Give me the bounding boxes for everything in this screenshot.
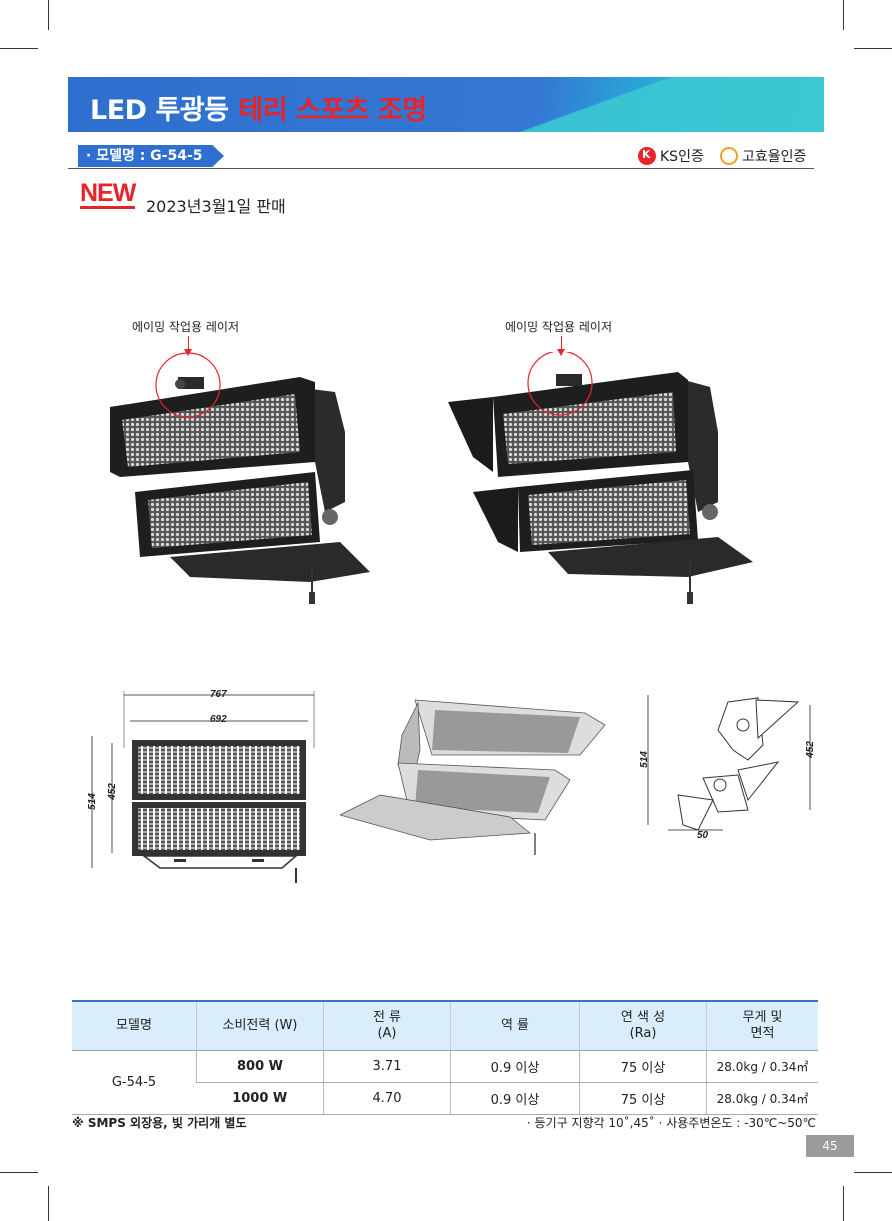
page-title: LED 투광등 테리 스포츠 조명 bbox=[90, 88, 427, 127]
arrow-right bbox=[557, 336, 565, 356]
title-main: LED 투광등 bbox=[90, 95, 229, 126]
arrow-left bbox=[184, 336, 192, 356]
cri-cell: 75 이상 bbox=[579, 1082, 707, 1115]
crop-mark bbox=[854, 1172, 892, 1173]
dim-height-outer: 514 bbox=[86, 793, 98, 810]
iso-drawing bbox=[340, 699, 606, 855]
model-cell: G-54-5 bbox=[72, 1050, 197, 1115]
aim-label-right: 에이밍 작업용 레이저 bbox=[505, 320, 612, 334]
cri-cell: 75 이상 bbox=[579, 1050, 707, 1083]
weight-cell: 28.0kg / 0.34㎡ bbox=[706, 1082, 818, 1115]
ks-cert-label: KS인증 bbox=[660, 149, 704, 165]
efficiency-cert: 고효율인증 bbox=[720, 146, 806, 166]
front-dimension-drawing bbox=[91, 691, 315, 883]
release-date: 2023년3월1일 판매 bbox=[146, 197, 286, 216]
ks-mark-icon bbox=[638, 147, 656, 165]
crop-mark bbox=[48, 0, 49, 30]
crop-mark bbox=[0, 48, 38, 49]
col-model: 모델명 bbox=[72, 1000, 197, 1051]
dim-side-base: 50 bbox=[697, 830, 709, 841]
pf-cell: 0.9 이상 bbox=[450, 1050, 580, 1083]
col-current: 전 류(A) bbox=[323, 1000, 451, 1051]
power-cell: 800 W bbox=[196, 1050, 324, 1083]
footnote-smps: ※ SMPS 외장용, 빛 가리개 별도 bbox=[72, 1116, 247, 1130]
header-rule bbox=[68, 168, 814, 169]
dim-height-inner: 452 bbox=[106, 783, 118, 800]
footnote-specs: · 등기구 지향각 10˚,45˚ · 사용주변온도 : -30℃~50℃ bbox=[526, 1116, 816, 1130]
table-row: G-54-5 800 W 3.71 0.9 이상 75 이상 28.0kg / … bbox=[72, 1050, 818, 1115]
power-cell: 1000 W bbox=[196, 1082, 324, 1115]
header-band bbox=[68, 77, 824, 132]
crop-mark bbox=[0, 1172, 38, 1173]
ks-cert: KS인증 bbox=[638, 146, 704, 166]
col-power: 소비전력 (W) bbox=[196, 1000, 324, 1051]
dim-side-left: 514 bbox=[638, 751, 650, 768]
current-cell: 3.71 bbox=[323, 1050, 451, 1083]
floodlight-photo-left bbox=[110, 352, 370, 604]
crop-mark bbox=[48, 1186, 49, 1221]
page-number: 45 bbox=[806, 1135, 854, 1157]
floodlight-photo-right bbox=[448, 352, 753, 604]
crop-mark bbox=[843, 1186, 844, 1221]
efficiency-mark-icon bbox=[720, 147, 738, 165]
side-dimension-drawing bbox=[647, 695, 811, 831]
weight-cell: 28.0kg / 0.34㎡ bbox=[706, 1050, 818, 1083]
dim-side-right: 452 bbox=[804, 741, 816, 758]
col-pf: 역 률 bbox=[450, 1000, 580, 1051]
aim-label-left: 에이밍 작업용 레이저 bbox=[132, 320, 239, 334]
crop-mark bbox=[854, 48, 892, 49]
dim-width-outer: 767 bbox=[210, 689, 227, 700]
efficiency-cert-label: 고효율인증 bbox=[742, 149, 807, 165]
table-row: 1000 W 4.70 0.9 이상 75 이상 28.0kg / 0.34㎡ bbox=[72, 1082, 818, 1115]
crop-mark bbox=[843, 0, 844, 30]
model-tag: · 모델명 : G-54-5 bbox=[78, 145, 224, 167]
title-accent: 테리 스포츠 조명 bbox=[238, 95, 427, 126]
pf-cell: 0.9 이상 bbox=[450, 1082, 580, 1115]
new-badge: NEW bbox=[80, 179, 136, 209]
col-cri: 연 색 성(Ra) bbox=[579, 1000, 707, 1051]
current-cell: 4.70 bbox=[323, 1082, 451, 1115]
dim-width-inner: 692 bbox=[210, 714, 227, 725]
